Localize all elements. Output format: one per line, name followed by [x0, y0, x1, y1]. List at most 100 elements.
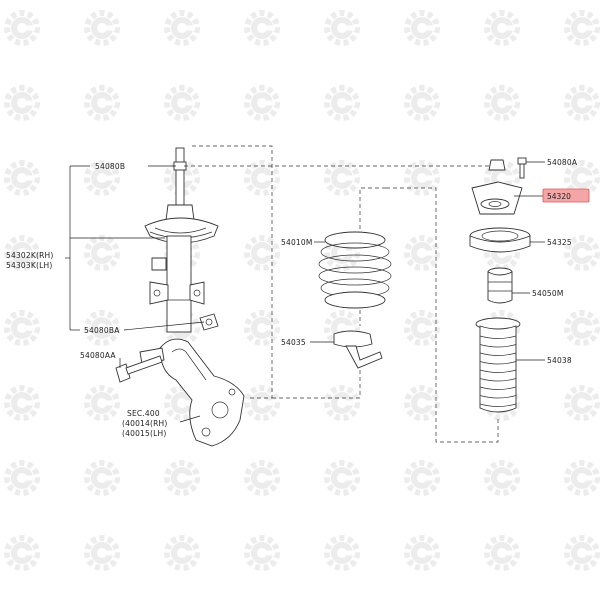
strut-mount-54320[interactable]	[471, 181, 523, 215]
watermark-gear-icon	[404, 235, 440, 271]
watermark-gear-icon	[564, 535, 600, 571]
boot-rib	[479, 361, 517, 365]
mount-bearing-54325[interactable]	[469, 227, 531, 253]
bump-stop-body	[487, 271, 513, 304]
boot-rib	[479, 403, 517, 407]
watermark-gear-icon	[564, 160, 600, 196]
bolt-head	[199, 313, 219, 331]
label-54303K[interactable]: 54303K(LH)	[6, 261, 52, 270]
bolt-54080BA[interactable]	[199, 313, 219, 331]
watermark-gear-icon	[564, 10, 600, 46]
bump-stop-54050M[interactable]	[487, 267, 513, 304]
label-54050M[interactable]: 54050M	[532, 289, 564, 298]
strut-clamp	[149, 281, 169, 305]
boot-rib	[479, 335, 517, 339]
watermark-gear-icon	[404, 535, 440, 571]
watermark-gear-icon	[84, 235, 120, 271]
strut-assembly[interactable]	[144, 147, 219, 333]
mount-center	[480, 198, 510, 210]
label-54038[interactable]: 54038	[547, 356, 572, 365]
watermark-gear-icon	[564, 310, 600, 346]
label-54080B[interactable]: 54080B	[95, 162, 125, 171]
stud-shank	[519, 163, 525, 179]
watermark-gear-icon	[324, 460, 360, 496]
watermark-gear-icon	[564, 460, 600, 496]
label-40014[interactable]: (40014(RH)	[122, 419, 168, 428]
watermark-gear-icon	[404, 10, 440, 46]
watermark-gear-icon	[84, 10, 120, 46]
watermark-gear-icon	[404, 310, 440, 346]
watermark-gear-icon	[244, 235, 280, 271]
part-labels: 54080B 54080A 54320 54325 54050M 54038 5…	[6, 158, 590, 438]
label-54010M[interactable]: 54010M	[281, 238, 313, 247]
watermark-gear-icon	[4, 310, 40, 346]
spring-coil-last	[324, 291, 386, 309]
watermark-gear-icon	[84, 535, 120, 571]
watermark-gear-icon	[244, 460, 280, 496]
spring-seat	[144, 217, 219, 244]
watermark-gear-icon	[324, 535, 360, 571]
watermark-gear-icon	[164, 10, 200, 46]
watermark-gear-icon	[564, 235, 600, 271]
boot-rib	[479, 369, 517, 373]
brake-hose-bracket	[151, 257, 167, 271]
watermark-gear-icon	[244, 385, 280, 421]
watermark-gear-icon	[164, 460, 200, 496]
label-54035[interactable]: 54035	[281, 338, 306, 347]
watermark-gear-icon	[84, 385, 120, 421]
watermark-gear-icon	[564, 385, 600, 421]
nut	[488, 159, 506, 171]
label-54080AA[interactable]: 54080AA	[80, 351, 116, 360]
watermark-gear-icon	[84, 310, 120, 346]
stud-54080A[interactable]	[517, 157, 527, 179]
label-54320[interactable]: 54320	[547, 192, 571, 201]
watermark-gear-icon	[4, 385, 40, 421]
boot-rib	[479, 378, 517, 382]
piston-rod	[175, 147, 185, 209]
watermark-gear-icon	[244, 10, 280, 46]
watermark-gear-icon	[324, 10, 360, 46]
nut-54080A[interactable]	[488, 159, 506, 171]
label-54080A[interactable]: 54080A	[547, 158, 578, 167]
coil-spring[interactable]	[318, 231, 392, 309]
watermark-gear-icon	[244, 310, 280, 346]
watermark-gear-icon	[244, 160, 280, 196]
bearing-side	[469, 235, 531, 253]
watermark-gear-icon	[4, 85, 40, 121]
boot-rib	[479, 344, 517, 348]
dust-boot-54038[interactable]	[475, 317, 521, 413]
stud-head	[517, 157, 527, 165]
watermark-gear-icon	[4, 10, 40, 46]
lower-seat-clip	[345, 345, 383, 369]
watermark-gear-icon	[84, 160, 120, 196]
watermark-gear-icon	[324, 160, 360, 196]
watermark-gear-icon	[404, 385, 440, 421]
boot-body	[479, 325, 517, 413]
label-40015[interactable]: (40015(LH)	[122, 429, 166, 438]
label-54080BA[interactable]: 54080BA	[84, 326, 120, 335]
watermark-gear-icon	[404, 85, 440, 121]
label-sec400[interactable]: SEC.400	[127, 409, 160, 418]
label-54325[interactable]: 54325	[547, 238, 572, 247]
bolt-54080AA[interactable]	[115, 355, 163, 383]
bolt-shank-aa	[125, 355, 163, 375]
watermark-gear-icon	[4, 235, 40, 271]
strut-clamp-right	[189, 281, 205, 305]
watermark-gear-icon	[484, 10, 520, 46]
lower-seat-top	[333, 330, 373, 348]
boot-rib	[479, 352, 517, 356]
watermark-gear-icon	[244, 535, 280, 571]
strut-tube	[166, 235, 192, 333]
watermark-gear-icon	[564, 85, 600, 121]
watermark-gear-icon	[324, 385, 360, 421]
watermark-gear-icon	[404, 460, 440, 496]
watermark-gear-icon	[404, 160, 440, 196]
watermark-gear-icon	[4, 160, 40, 196]
label-54302K[interactable]: 54302K(RH)	[6, 251, 53, 260]
leader-lines	[65, 145, 545, 443]
watermark-gear-icon	[164, 535, 200, 571]
spring-lower-seat[interactable]	[333, 330, 383, 369]
watermark-gear-icon	[484, 460, 520, 496]
